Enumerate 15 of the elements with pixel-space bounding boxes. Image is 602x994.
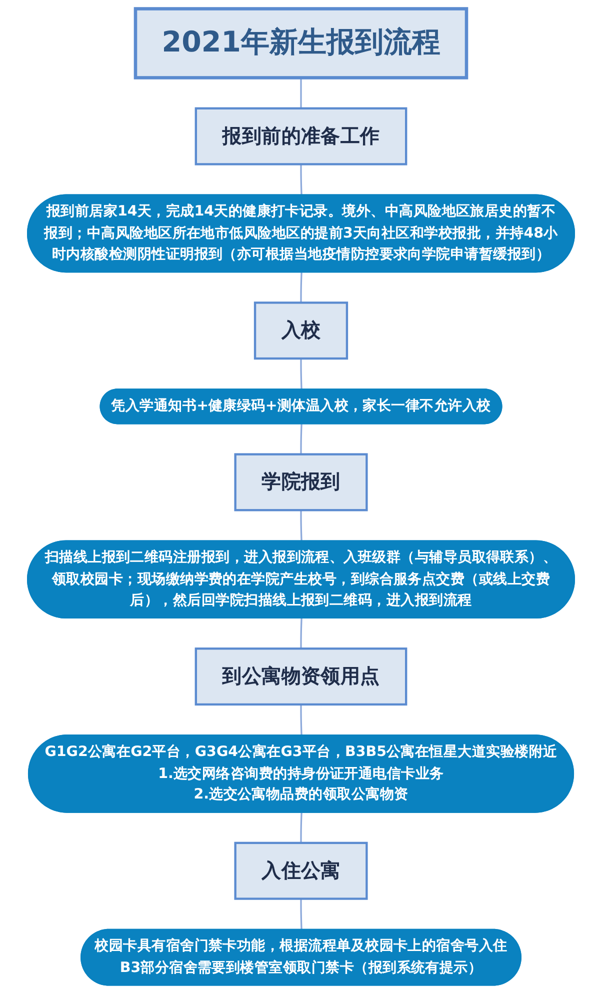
connector (300, 704, 302, 736)
connector (300, 812, 302, 843)
node-box: 入住公寓 (234, 842, 368, 900)
node-box: 入校 (254, 302, 348, 360)
connector (300, 424, 302, 454)
node-box: 2021年新生报到流程 (134, 7, 468, 80)
connector (300, 618, 302, 649)
connector (300, 358, 302, 390)
connector (300, 510, 302, 542)
connector (300, 898, 302, 930)
node-box: 学院报到 (234, 453, 368, 512)
connector (300, 272, 302, 303)
node-box: 到公寓物资领用点 (194, 648, 408, 706)
connector (300, 164, 302, 196)
connector (300, 78, 302, 108)
